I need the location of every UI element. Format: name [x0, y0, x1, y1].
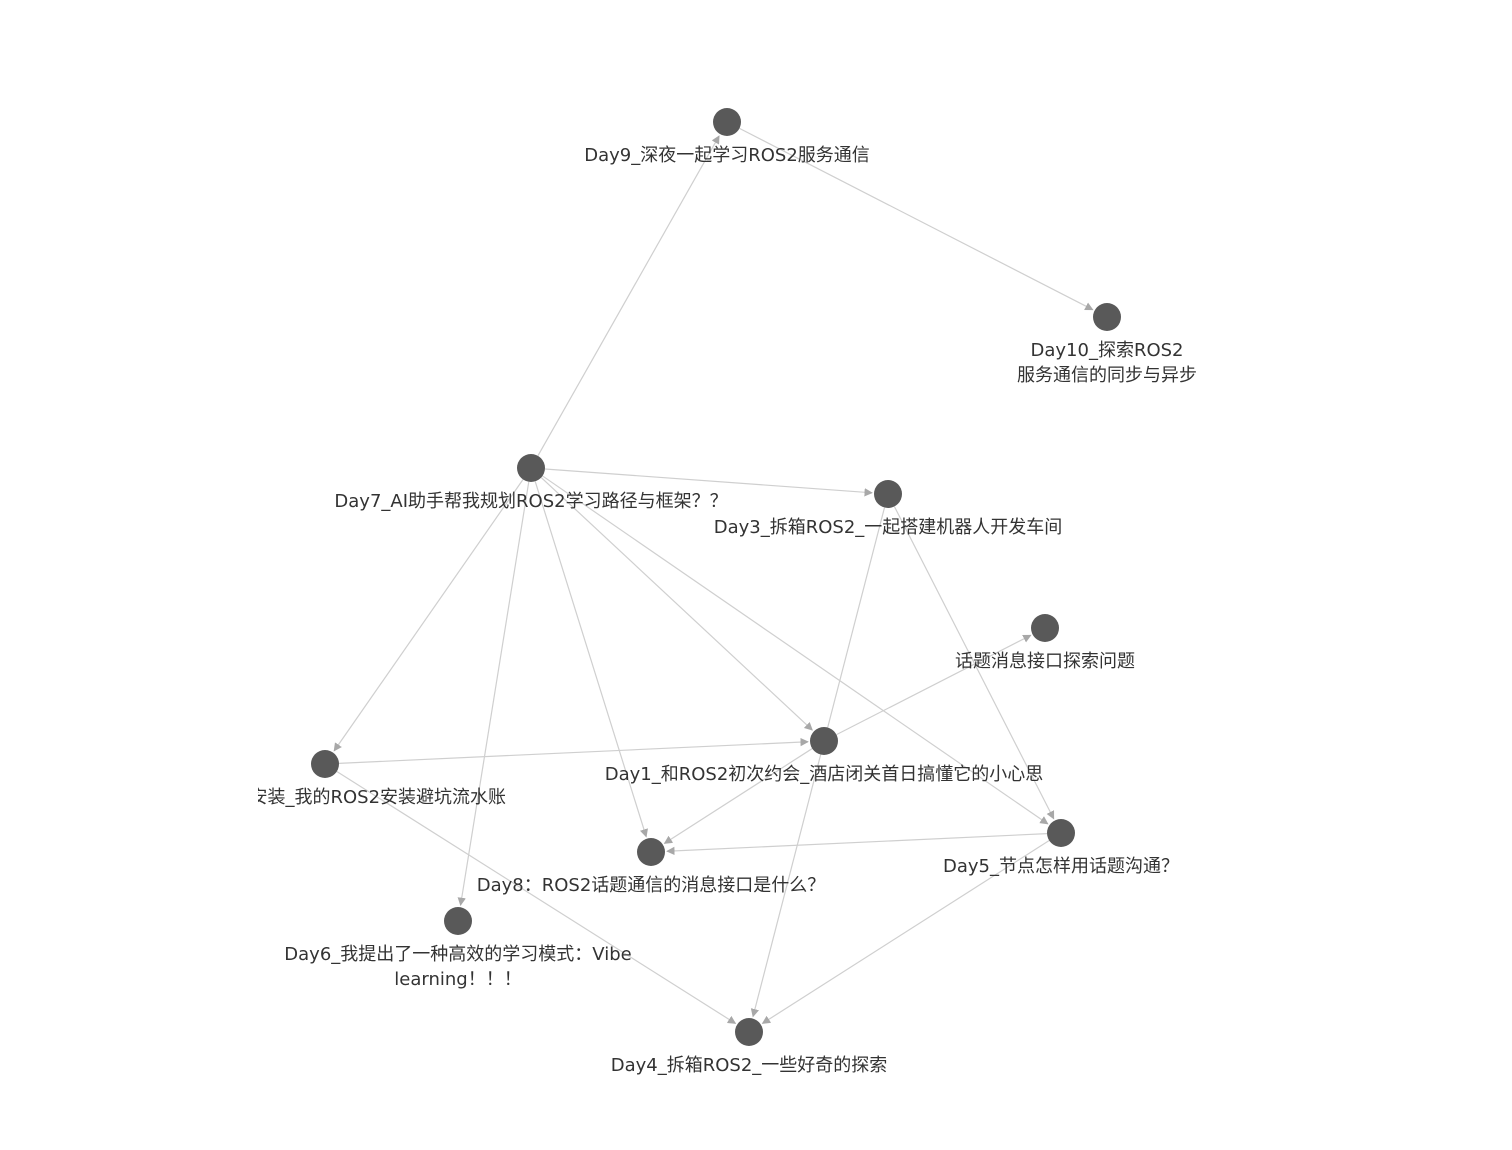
graph-node-day2[interactable]: Day2_ROS2安装_我的ROS2安装避坑流水账 — [144, 750, 506, 808]
node-circle[interactable] — [517, 454, 545, 482]
node-label: Day7_AI助手帮我规划ROS2学习路径与框架？？ — [334, 491, 727, 512]
node-label: Day5_节点怎样用话题沟通？ — [943, 856, 1179, 877]
edge-day7-to-day5 — [542, 475, 1049, 825]
edge-day7-to-day1 — [540, 477, 813, 731]
node-circle[interactable] — [1093, 303, 1121, 331]
node-label: Day8：ROS2话题通信的消息接口是什么？ — [477, 875, 826, 896]
edge-day5-to-day8 — [666, 833, 1048, 856]
edge-day9-to-day10 — [739, 127, 1094, 311]
node-circle[interactable] — [810, 727, 838, 755]
node-label: Day1_和ROS2初次约会_酒店闭关首日搞懂它的小心思 — [605, 764, 1044, 785]
node-label: Day3_拆箱ROS2_一起搭建机器人开发车间 — [714, 517, 1063, 538]
node-label: Day2_ROS2安装_我的ROS2安装避坑流水账 — [144, 787, 506, 808]
edge-day5-to-day4 — [761, 840, 1050, 1024]
graph-node-day8[interactable]: Day8：ROS2话题通信的消息接口是什么？ — [477, 838, 826, 896]
node-circle[interactable] — [735, 1018, 763, 1046]
node-circle[interactable] — [637, 838, 665, 866]
graph-node-day9[interactable]: Day9_深夜一起学习ROS2服务通信 — [584, 108, 870, 166]
graph-node-day4[interactable]: Day4_拆箱ROS2_一些好奇的探索 — [611, 1018, 888, 1076]
edge-day7-to-day2 — [333, 479, 524, 752]
edge-day3-to-day4 — [750, 507, 886, 1018]
edge-day2-to-day1 — [338, 737, 809, 764]
edge-day7-to-day6 — [457, 481, 530, 907]
graph-node-day7[interactable]: Day7_AI助手帮我规划ROS2学习路径与框架？？ — [334, 454, 728, 512]
node-label: Day9_深夜一起学习ROS2服务通信 — [584, 145, 870, 166]
edge-day2-to-day4 — [336, 770, 737, 1024]
graph-node-day3[interactable]: Day3_拆箱ROS2_一起搭建机器人开发车间 — [714, 480, 1063, 538]
node-circle[interactable] — [874, 480, 902, 508]
edge-day7-to-day8 — [534, 481, 648, 838]
node-circle[interactable] — [1031, 614, 1059, 642]
edges-layer — [333, 127, 1094, 1024]
graph-node-day5[interactable]: Day5_节点怎样用话题沟通？ — [943, 819, 1179, 877]
node-circle[interactable] — [1047, 819, 1075, 847]
graph-node-day1[interactable]: Day1_和ROS2初次约会_酒店闭关首日搞懂它的小心思 — [605, 727, 1044, 785]
edge-day7-to-day9 — [537, 135, 720, 457]
edge-day7-to-day3 — [544, 468, 873, 497]
node-circle[interactable] — [444, 907, 472, 935]
edge-day3-to-day5 — [893, 506, 1055, 820]
node-circle[interactable] — [713, 108, 741, 136]
edge-day1-to-topic-msg — [836, 634, 1032, 736]
graph-node-topic-msg[interactable]: 话题消息接口探索问题 — [955, 614, 1135, 672]
edge-day1-to-day8 — [663, 748, 813, 844]
node-label: Day4_拆箱ROS2_一些好奇的探索 — [611, 1055, 888, 1076]
node-circle[interactable] — [311, 750, 339, 778]
node-label: 话题消息接口探索问题 — [955, 651, 1135, 672]
